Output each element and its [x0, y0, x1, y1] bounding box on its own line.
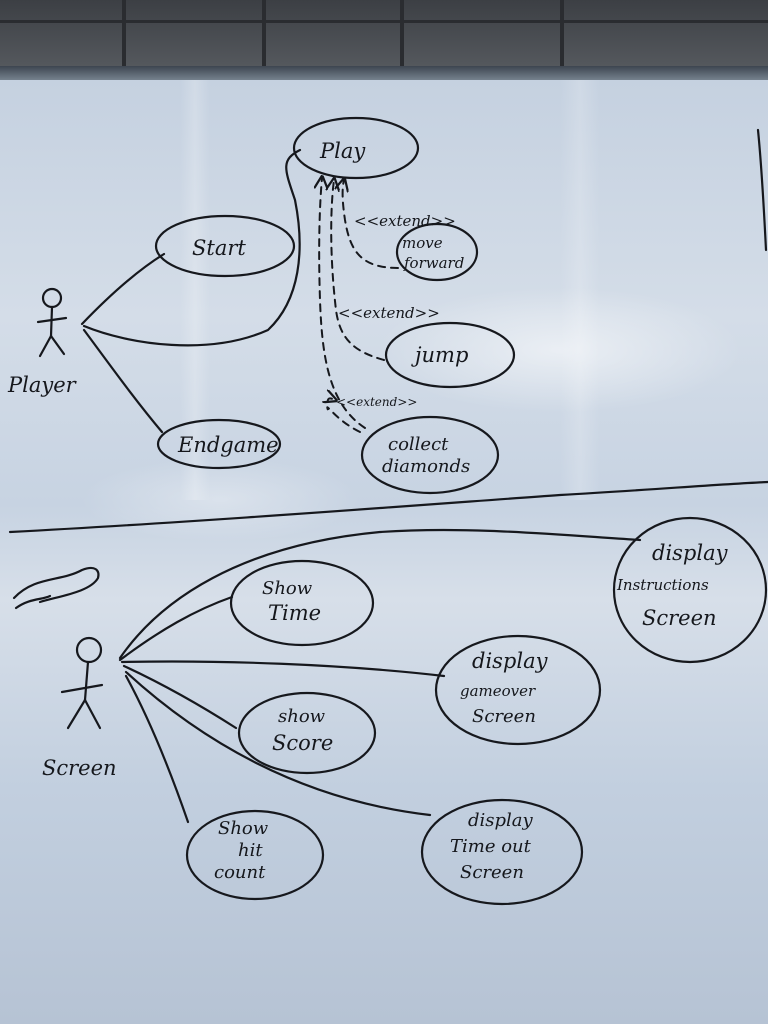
ceiling-seam	[122, 0, 126, 66]
player-actor-label: Player	[7, 373, 78, 397]
use-case-show-score-label-1: show	[278, 706, 326, 727]
use-case-display-gameover	[434, 634, 602, 746]
squiggle-mark	[12, 566, 100, 604]
association-screen-show-score	[122, 664, 238, 730]
use-case-display-timeout-label-3: Screen	[460, 862, 524, 883]
use-case-collect-diamonds-label-2: diamonds	[382, 456, 470, 477]
whiteboard	[0, 80, 768, 1024]
section-divider	[8, 480, 768, 534]
use-case-display-instructions-label-1: display	[652, 541, 729, 565]
use-case-display-timeout-label-2: Time out	[450, 836, 532, 857]
use-case-display-gameover-label-2: gameover	[460, 682, 536, 700]
use-case-display-instructions-label-3: Screen	[642, 606, 717, 630]
use-case-show-hit-count-label-2: hit	[238, 840, 263, 861]
use-case-show-hit-count-label-1: Show	[218, 818, 269, 839]
use-case-show-time	[229, 559, 375, 647]
use-case-display-gameover-label-1: display	[472, 649, 549, 673]
whiteboard-frame	[0, 66, 768, 82]
use-case-display-instructions	[612, 516, 768, 664]
glare	[180, 80, 210, 500]
use-case-show-score	[237, 691, 377, 775]
association-player-endgame	[82, 328, 164, 434]
use-case-show-time-label-2: Time	[268, 601, 321, 625]
extend-arrow-move-forward	[343, 180, 399, 269]
extend-label-move-forward: <<extend>>	[354, 212, 456, 230]
use-case-display-timeout	[420, 798, 584, 906]
association-screen-gameover	[120, 660, 446, 678]
squiggle-mark	[14, 594, 52, 610]
ceiling-seam	[0, 20, 768, 23]
association-screen-hit-count	[124, 674, 190, 824]
board-edge-mark	[756, 128, 768, 252]
screen-actor-label: Screen	[42, 756, 117, 780]
use-case-endgame-label: Endgame	[177, 433, 279, 457]
use-case-display-gameover-label-3: Screen	[472, 706, 536, 727]
extend-arrow-collect-diamonds	[319, 178, 366, 429]
screen-actor	[60, 636, 104, 730]
ceiling-seam	[400, 0, 404, 66]
use-case-move-forward-label-1: move	[402, 234, 443, 252]
use-case-move-forward	[395, 222, 479, 282]
use-case-play-label: Play	[319, 139, 366, 163]
use-case-collect-diamonds-label-1: collect	[388, 434, 449, 455]
association-screen-instructions	[118, 528, 642, 660]
association-player-start	[80, 252, 166, 326]
use-case-show-time-label-1: Show	[262, 578, 313, 599]
glare	[560, 80, 600, 500]
association-screen-show-time	[118, 595, 234, 662]
use-case-show-hit-count	[185, 809, 325, 901]
use-case-start	[154, 214, 296, 278]
use-case-show-score-label-2: Score	[272, 731, 333, 755]
use-case-play	[292, 116, 420, 180]
extend-arrow-jump	[331, 180, 385, 361]
use-case-move-forward-label-2: forward	[403, 254, 464, 272]
association-player-play	[82, 148, 302, 347]
use-case-show-hit-count-label-3: count	[214, 862, 266, 883]
use-case-display-timeout-label-1: display	[468, 810, 534, 831]
use-case-start-label: Start	[192, 236, 246, 260]
extend-label-jump: <<extend>>	[338, 304, 440, 322]
player-actor	[36, 287, 68, 358]
use-case-jump-label: jump	[411, 343, 468, 367]
ceiling-seam	[560, 0, 564, 66]
use-case-endgame	[156, 418, 282, 470]
use-case-jump	[384, 321, 516, 389]
ceiling-seam	[262, 0, 266, 66]
use-case-collect-diamonds	[360, 415, 500, 495]
use-case-display-instructions-label-2: Instructions	[616, 576, 709, 594]
extend-arrow-collect-diamonds-2	[327, 398, 361, 433]
extend-label-collect-diamonds: <<extend>>	[336, 395, 417, 409]
association-screen-timeout	[124, 670, 432, 817]
